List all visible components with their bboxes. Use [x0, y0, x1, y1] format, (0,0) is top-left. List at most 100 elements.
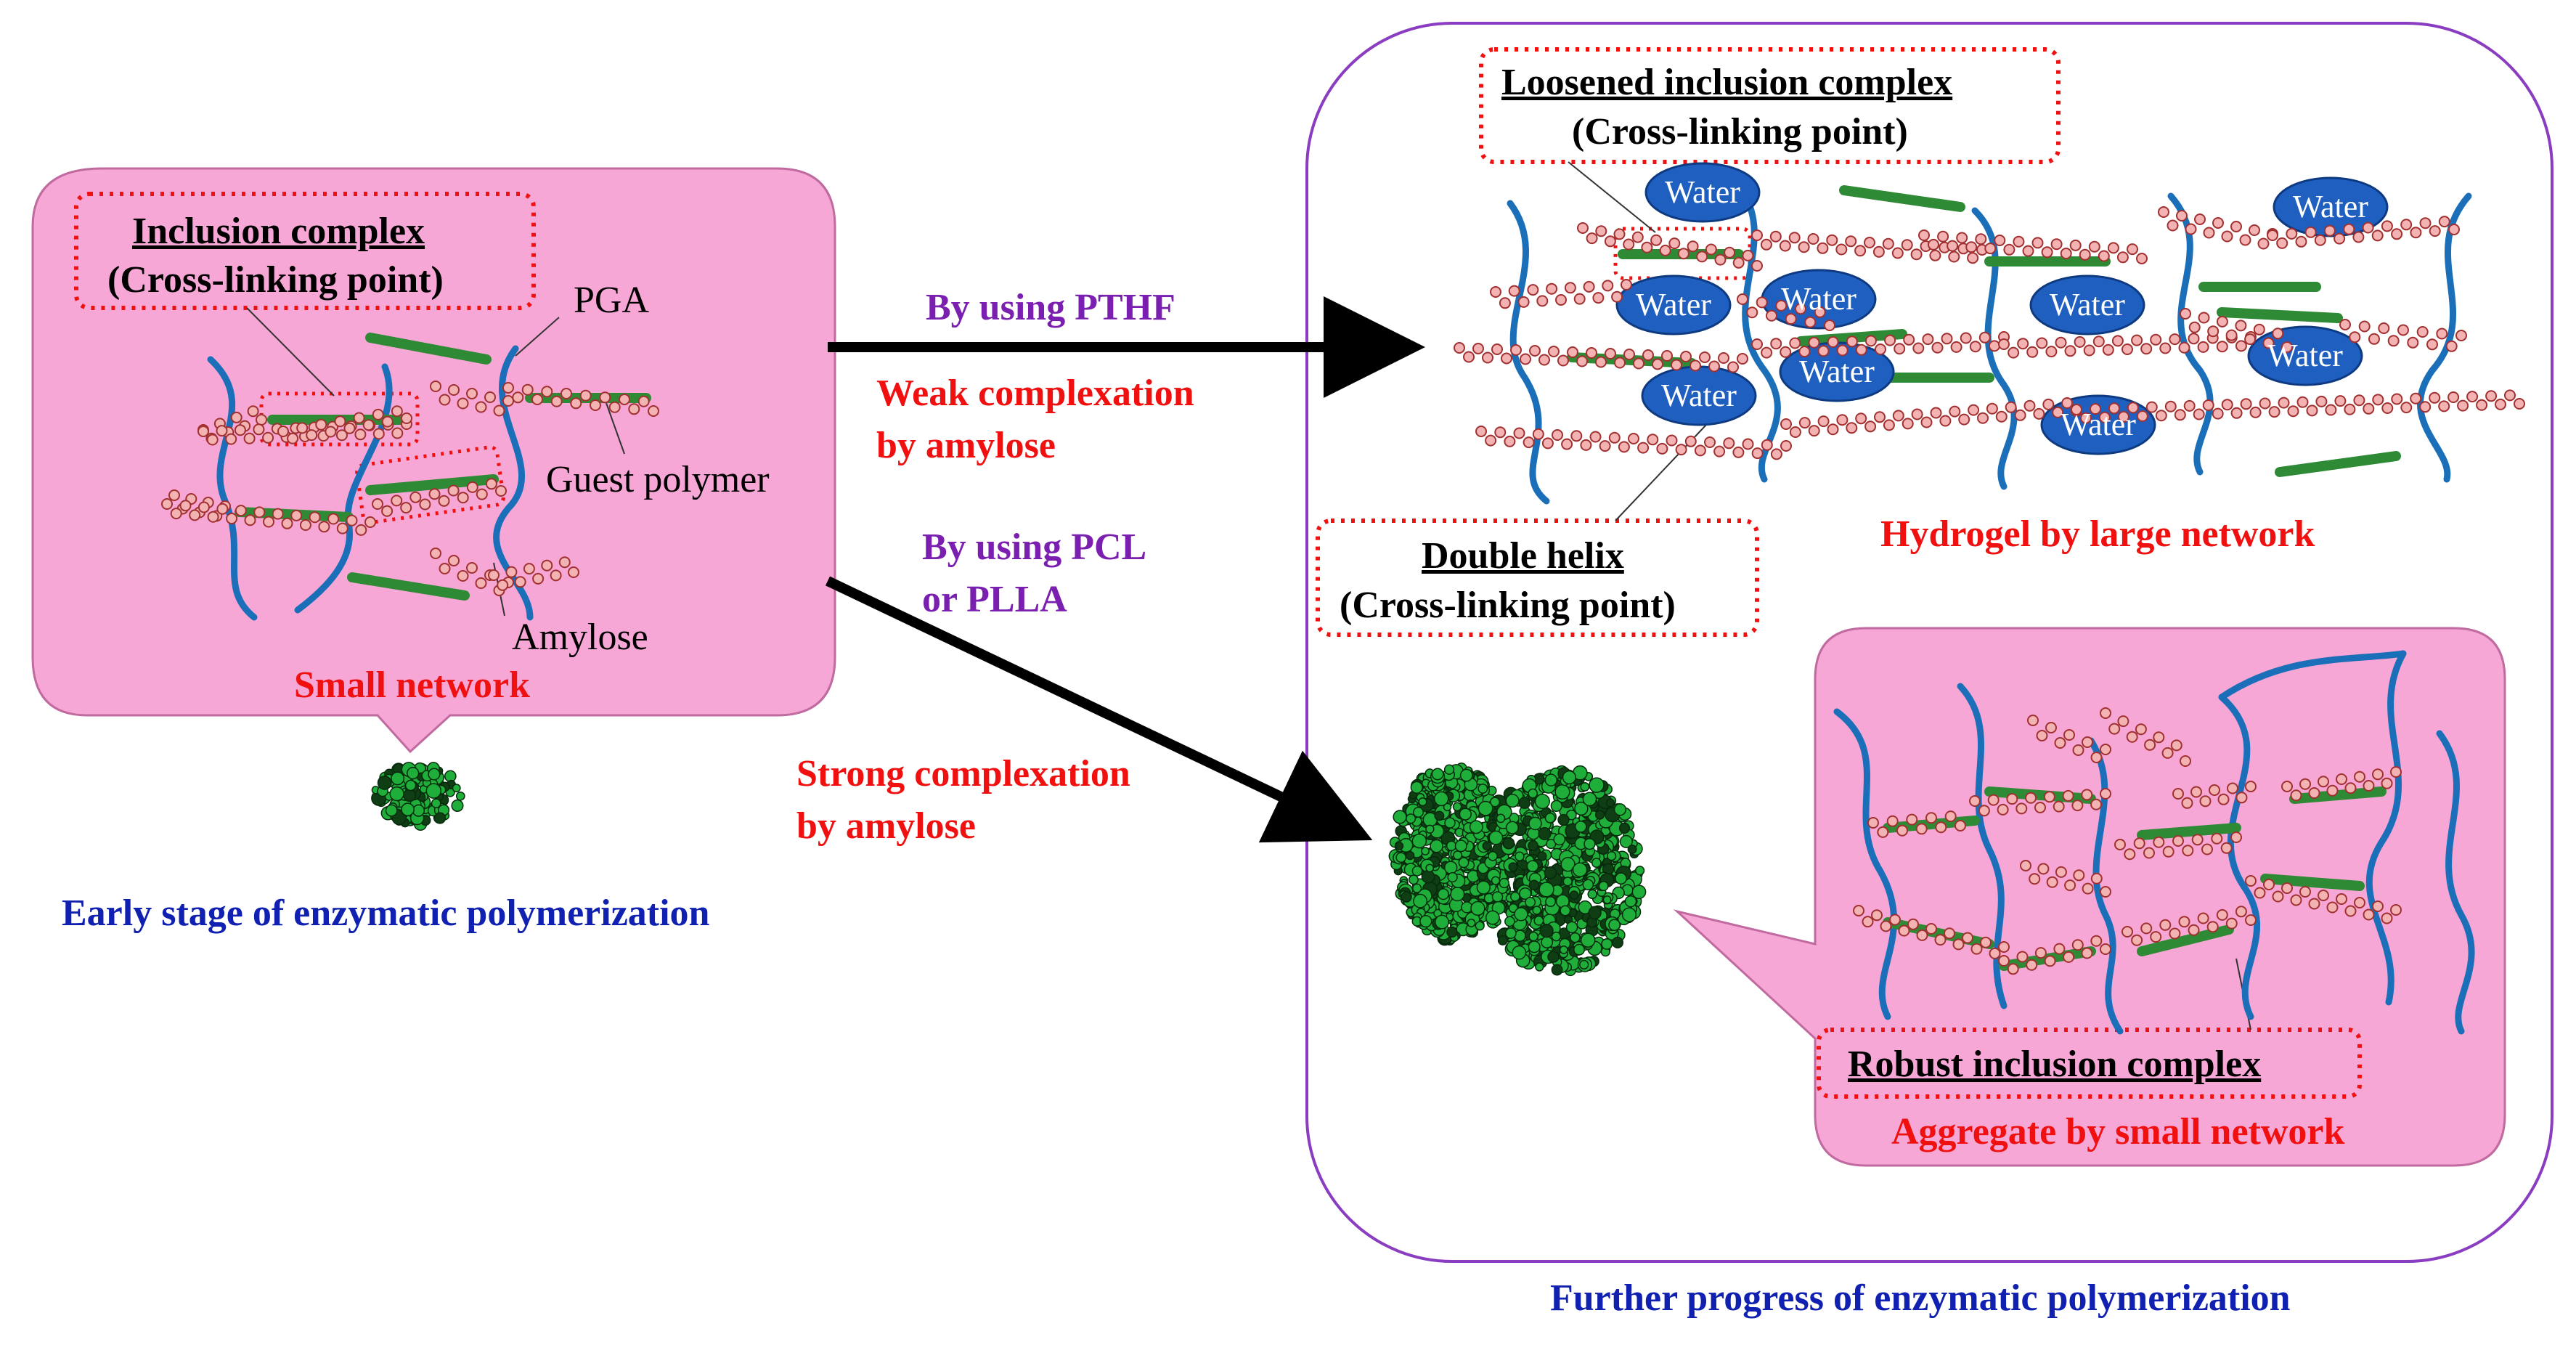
- amylose-bead: [2006, 793, 2018, 805]
- aggregate-particle: [1485, 910, 1500, 925]
- water-ellipse: [1644, 162, 1761, 223]
- amylose-bead: [637, 395, 650, 407]
- amylose-bead: [1998, 941, 2010, 953]
- amylose-bead: [2253, 323, 2265, 336]
- amylose-bead: [2100, 788, 2111, 800]
- amylose-bead: [2235, 340, 2247, 352]
- amylose-bead: [2400, 219, 2413, 231]
- amylose-bead: [2290, 789, 2302, 802]
- aggregate-particle: [425, 783, 442, 799]
- amylose-bead: [1930, 407, 1942, 419]
- amylose-bead: [2194, 214, 2206, 225]
- amylose-bead: [354, 428, 367, 441]
- amylose-bead: [2296, 396, 2309, 408]
- amylose-bead: [1935, 821, 1947, 834]
- amylose-bead: [1984, 243, 1997, 255]
- amylose-bead: [2244, 333, 2257, 346]
- amylose-bead: [1918, 229, 1930, 241]
- amylose-bead: [2081, 789, 2093, 801]
- amylose-bead: [2239, 234, 2251, 246]
- amylose-bead: [325, 426, 337, 438]
- aggregate-particle: [385, 804, 398, 817]
- amylose-bead: [1623, 349, 1635, 360]
- amylose-bead: [485, 478, 497, 490]
- amylose-bead: [2026, 959, 2038, 971]
- amylose-bead: [1836, 414, 1849, 426]
- amylose-bead: [1761, 439, 1773, 451]
- amylose-bead: [2107, 242, 2119, 254]
- amylose-bead: [2358, 320, 2371, 333]
- amylose-bead: [315, 418, 327, 431]
- amylose-bead: [2153, 731, 2165, 744]
- amylose-bead: [466, 388, 478, 399]
- amylose-bead: [1989, 947, 2001, 959]
- amylose-bead: [1751, 260, 1763, 272]
- water-label: Water: [2050, 287, 2125, 322]
- amylose-bead: [2372, 768, 2384, 781]
- amylose-bead: [2387, 335, 2400, 347]
- aggregate-particle: [1582, 879, 1594, 890]
- amylose-bead: [1573, 293, 1586, 305]
- amylose-bead: [2161, 747, 2174, 759]
- amylose-bead: [2295, 235, 2307, 248]
- aggregate-particle: [1413, 807, 1424, 818]
- aggregate-particle: [1574, 801, 1589, 816]
- amylose-bead: [1602, 280, 1614, 292]
- aggregate-particle: [428, 768, 441, 781]
- amylose-bead: [2188, 924, 2200, 936]
- amylose-bead: [2336, 773, 2347, 785]
- amylose-bead: [1684, 435, 1697, 447]
- amylose-bead: [2368, 333, 2380, 345]
- aggregate-particle: [1444, 817, 1456, 829]
- amylose-bead: [1884, 334, 1896, 346]
- aggregate-particle: [1601, 938, 1613, 950]
- amylose-bead: [1699, 351, 1711, 363]
- amylose-bead: [1875, 343, 1886, 355]
- amylose-bead: [2108, 402, 2120, 415]
- aggregate-particle: [1544, 813, 1556, 824]
- amylose-bead: [355, 524, 367, 536]
- amylose-bead: [2352, 231, 2365, 243]
- amylose-bead: [2263, 879, 2275, 890]
- double-helix-title: Double helix: [1422, 535, 1624, 577]
- amylose-bead: [1955, 820, 1966, 831]
- amylose-bead: [439, 394, 451, 406]
- amylose-bead: [2046, 876, 2058, 888]
- amylose-bead: [2267, 229, 2278, 241]
- amylose-bead: [448, 555, 460, 566]
- amylose-bead: [1798, 241, 1810, 253]
- aggregate-particle: [1458, 857, 1470, 869]
- aggregate-particle: [1588, 906, 1602, 919]
- aggregate-particle: [391, 771, 405, 786]
- aggregate-particle: [1551, 931, 1562, 942]
- amylose-bead: [475, 401, 487, 413]
- amylose-bead: [1668, 237, 1681, 250]
- amylose-bead: [1950, 341, 1962, 353]
- amylose-bead: [2071, 939, 2084, 951]
- amylose-bead: [1724, 246, 1736, 259]
- amylose-bead: [1871, 909, 1883, 922]
- amylose-bead: [1756, 296, 1768, 309]
- amylose-bead: [2180, 308, 2191, 320]
- aggregate-particle: [1459, 808, 1472, 821]
- aggregate-particle: [1526, 860, 1539, 873]
- amylose-bead: [2410, 392, 2422, 404]
- amylose-bead: [2063, 729, 2075, 741]
- amylose-bead: [235, 505, 247, 517]
- amylose-bead: [2225, 329, 2238, 341]
- amylose-bead: [2485, 390, 2498, 402]
- loosened-complex-subtitle: (Cross-linking point): [1572, 111, 1908, 153]
- aggregate-particle: [1538, 882, 1554, 898]
- amylose-bead: [1737, 353, 1748, 365]
- aggregate-particle: [1574, 820, 1587, 833]
- amylose-bead: [2020, 860, 2031, 871]
- amylose-bead: [207, 511, 219, 523]
- amylose-bead: [2220, 842, 2233, 854]
- amylose-bead: [1541, 437, 1554, 450]
- amylose-bead: [2042, 398, 2055, 410]
- amylose-bead: [2353, 394, 2365, 407]
- amylose-bead: [244, 514, 256, 526]
- amylose-bead: [1862, 916, 1874, 928]
- amylose-bead: [1659, 244, 1671, 256]
- amylose-bead: [2198, 312, 2210, 324]
